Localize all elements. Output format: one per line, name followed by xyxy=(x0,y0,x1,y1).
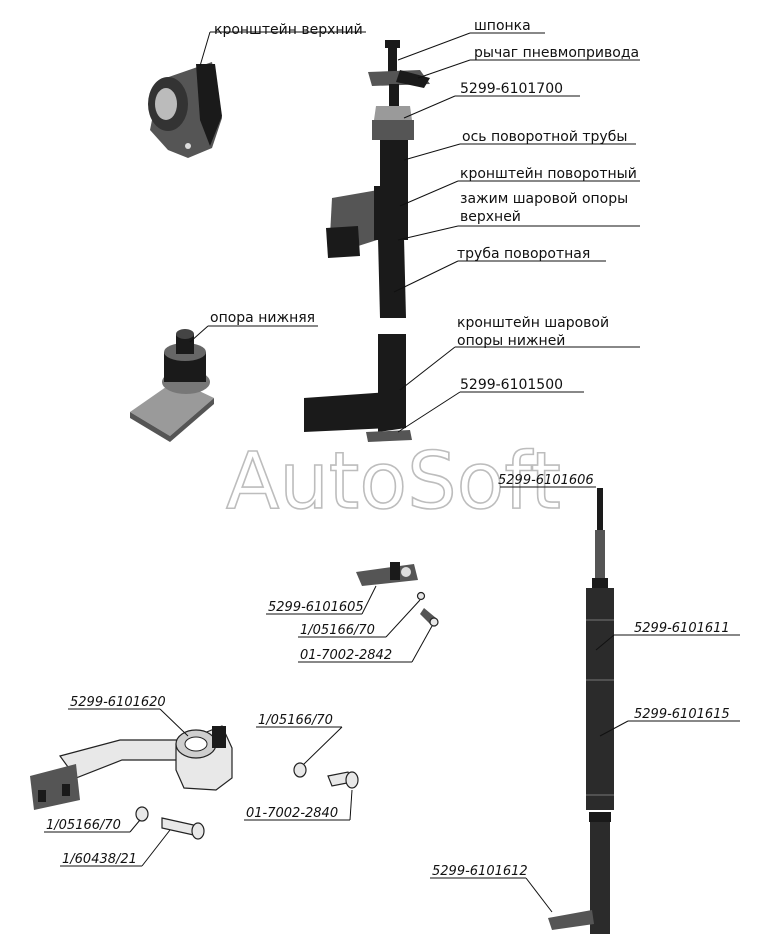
upper-bracket-part xyxy=(148,62,222,158)
label-upper-bracket: кронштейн верхний xyxy=(214,22,363,38)
label-part-6101606: 5299-6101606 xyxy=(498,473,594,488)
label-bolt-2842: 01-7002-2842 xyxy=(300,648,392,663)
label-part-6101615: 5299-6101615 xyxy=(634,707,730,722)
label-part-6101500: 5299-6101500 xyxy=(460,377,563,393)
label-part-6101700: 5299-6101700 xyxy=(460,81,563,97)
lower-ball-bracket-part xyxy=(304,334,412,442)
label-bolt-60438: 1/60438/21 xyxy=(62,852,137,867)
steering-lever-part xyxy=(30,725,233,810)
label-rotary-tube: труба поворотная xyxy=(457,246,590,262)
upper-column-assembly xyxy=(326,40,430,318)
label-pneumatic-lever: рычаг пневмопривода xyxy=(474,45,639,61)
label-part-6101612: 5299-6101612 xyxy=(432,864,528,879)
label-part-6101611: 5299-6101611 xyxy=(634,621,730,636)
label-key: шпонка xyxy=(474,18,531,34)
watermark-text: AutoSoft xyxy=(226,437,561,527)
label-ball-bracket-lower-2: опоры нижней xyxy=(457,333,565,349)
label-lower-support: опора нижняя xyxy=(210,310,315,326)
label-rotary-bracket: кронштейн поворотный xyxy=(460,166,637,182)
label-washer-c: 1/05166/70 xyxy=(46,818,121,833)
small-washer-bolt-upper xyxy=(416,591,439,627)
small-bracket-part xyxy=(356,562,418,586)
label-ball-clamp-upper-2: верхней xyxy=(460,209,521,225)
label-part-6101605: 5299-6101605 xyxy=(268,600,364,615)
label-washer-b: 1/05166/70 xyxy=(258,713,333,728)
label-rotary-tube-axis: ось поворотной трубы xyxy=(462,129,627,145)
label-part-6101620: 5299-6101620 xyxy=(70,695,166,710)
washer-bolt-2840 xyxy=(293,762,359,789)
label-bolt-2840: 01-7002-2840 xyxy=(246,806,338,821)
leader-lines xyxy=(44,31,740,913)
steering-tube-assembly xyxy=(548,488,614,934)
washer-bolt-60438 xyxy=(135,806,205,840)
label-ball-clamp-upper-1: зажим шаровой опоры xyxy=(460,191,628,207)
label-washer-a: 1/05166/70 xyxy=(300,623,375,638)
lower-support-part xyxy=(130,329,214,442)
label-ball-bracket-lower-1: кронштейн шаровой xyxy=(457,315,609,331)
